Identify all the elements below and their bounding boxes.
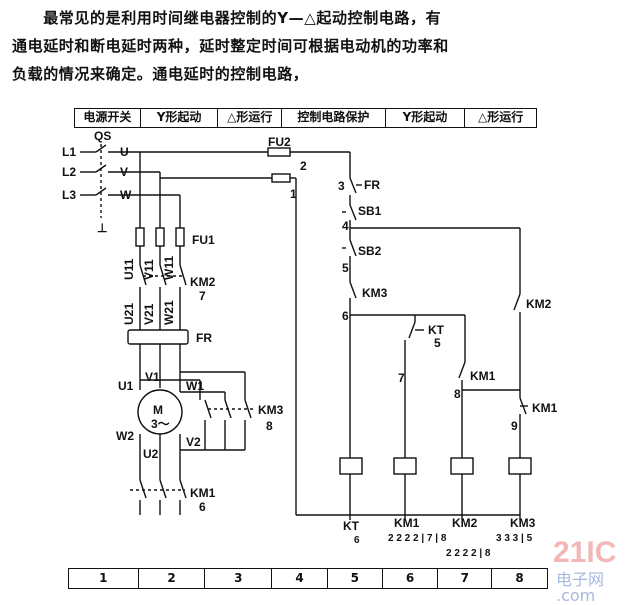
- coil-label: KM1: [394, 516, 420, 530]
- column-ref: 5: [434, 336, 441, 350]
- contact-label-fr: FR: [364, 178, 380, 192]
- wire-label: V11: [142, 259, 156, 280]
- header-cell: 控制电路保护: [282, 109, 386, 127]
- phase-label-u: U: [120, 145, 129, 159]
- wire-label: W11: [162, 256, 176, 280]
- column-ref: 8: [266, 419, 273, 433]
- node-label: 5: [342, 261, 349, 275]
- node-label: 3: [338, 179, 345, 193]
- terminal-label: V1: [145, 370, 160, 384]
- coil-refs: 6: [354, 535, 360, 546]
- fuse-fu1: [135, 227, 185, 265]
- motor-label: M: [153, 403, 163, 417]
- wire-label: U21: [122, 303, 136, 325]
- wire-label: W21: [162, 300, 176, 325]
- contact-label-km1-aux: KM1: [470, 369, 496, 383]
- node-label: 6: [342, 309, 349, 323]
- node-label: 2: [300, 159, 307, 173]
- node-label: 8: [454, 387, 461, 401]
- header-cell: 电源开关: [75, 109, 141, 127]
- column-ref: 7: [199, 289, 206, 303]
- fuse-label-fu1: FU1: [192, 233, 215, 247]
- column-ref: 6: [199, 500, 206, 514]
- km3-main-contacts: [204, 399, 255, 419]
- contact-label-km3-aux: KM3: [362, 286, 388, 300]
- column-number-table: 1 2 3 4 5 6 7 8: [68, 568, 548, 589]
- wire-label: V21: [142, 303, 156, 325]
- column-cell: 4: [272, 569, 328, 588]
- column-cell: 5: [328, 569, 383, 588]
- header-cell: Y形起动: [141, 109, 219, 127]
- node-label: 4: [342, 219, 349, 233]
- line-label-l2: L2: [62, 165, 76, 179]
- watermark-cn: 电子网: [556, 570, 605, 589]
- contact-label-km1-interlock: KM1: [532, 401, 558, 415]
- contact-label-km1: KM1: [190, 486, 216, 500]
- column-cell: 2: [139, 569, 206, 588]
- relay-label-fr: FR: [196, 331, 212, 345]
- watermark-text: 电子网 .com: [556, 572, 604, 604]
- coil-km3: [508, 457, 532, 475]
- coil-label: KM2: [452, 516, 478, 530]
- function-header-table: 电源开关 Y形起动 △形运行 控制电路保护 Y形起动 △形运行: [74, 108, 537, 128]
- button-label-sb2: SB2: [358, 244, 382, 258]
- phase-label-w: W: [120, 188, 132, 202]
- coils: [339, 457, 532, 475]
- km1-main-contacts: [130, 479, 187, 515]
- column-cell: 3: [205, 569, 273, 588]
- control-branches: [342, 152, 528, 520]
- terminal-label: V2: [186, 435, 201, 449]
- coil-km2: [450, 457, 474, 475]
- node-label: 1: [290, 187, 297, 201]
- coil-label: KT: [343, 519, 360, 533]
- column-cell: 6: [383, 569, 439, 588]
- paragraph-line: 最常见的是利用时间继电器控制的Y—△起动控制电路，有: [12, 9, 442, 27]
- column-cell: 8: [515, 571, 524, 585]
- coil-km1: [393, 457, 417, 475]
- watermark-domain: .com: [556, 586, 596, 605]
- node-label: 7: [398, 371, 405, 385]
- line-label-l3: L3: [62, 188, 76, 202]
- coil-refs: 3 3 3 | 5: [496, 533, 533, 544]
- power-lines: [80, 144, 272, 228]
- ground-symbol: ⊥: [97, 221, 107, 235]
- motor: [137, 371, 246, 480]
- header-cell: △形运行: [478, 110, 524, 124]
- button-label-sb1: SB1: [358, 204, 382, 218]
- coil-kt: [339, 457, 363, 475]
- column-cell: 7: [438, 569, 493, 588]
- coil-refs: 2 2 2 2 | 8: [446, 548, 491, 559]
- fuse-fu2: [267, 147, 520, 516]
- terminal-label: W2: [116, 429, 134, 443]
- contact-label-km2: KM2: [190, 275, 216, 289]
- wire-label: U11: [122, 258, 136, 280]
- fuse-label-fu2: FU2: [268, 135, 291, 149]
- intro-paragraph: 最常见的是利用时间继电器控制的Y—△起动控制电路，有 通电延时和断电延时两种，延…: [12, 4, 622, 88]
- contact-label-km3: KM3: [258, 403, 284, 417]
- coil-refs: 2 2 2 2 | 7 | 8: [388, 533, 447, 544]
- km2-main-contacts: [139, 264, 187, 330]
- contact-label-kt: KT: [428, 323, 445, 337]
- motor-phase-label: 3～: [151, 417, 170, 431]
- header-cell: △形运行: [218, 109, 283, 127]
- phase-label-v: V: [120, 165, 128, 179]
- header-cell: Y形起动: [386, 109, 466, 127]
- column-cell: 1: [69, 569, 139, 588]
- terminal-label: U1: [118, 379, 134, 393]
- node-label: 9: [511, 419, 518, 433]
- watermark-logo: 21IC: [553, 536, 617, 569]
- line-label-l1: L1: [62, 145, 76, 159]
- paragraph-line: 负载的情况来确定。通电延时的控制电路，: [12, 65, 309, 83]
- terminal-label: U2: [143, 447, 159, 461]
- terminal-label: W1: [186, 379, 204, 393]
- coil-label: KM3: [510, 516, 536, 530]
- paragraph-line: 通电延时和断电延时两种，延时整定时间可根据电动机的功率和: [12, 37, 449, 55]
- switch-label-qs: QS: [94, 129, 111, 143]
- contact-label-km2-aux: KM2: [526, 297, 552, 311]
